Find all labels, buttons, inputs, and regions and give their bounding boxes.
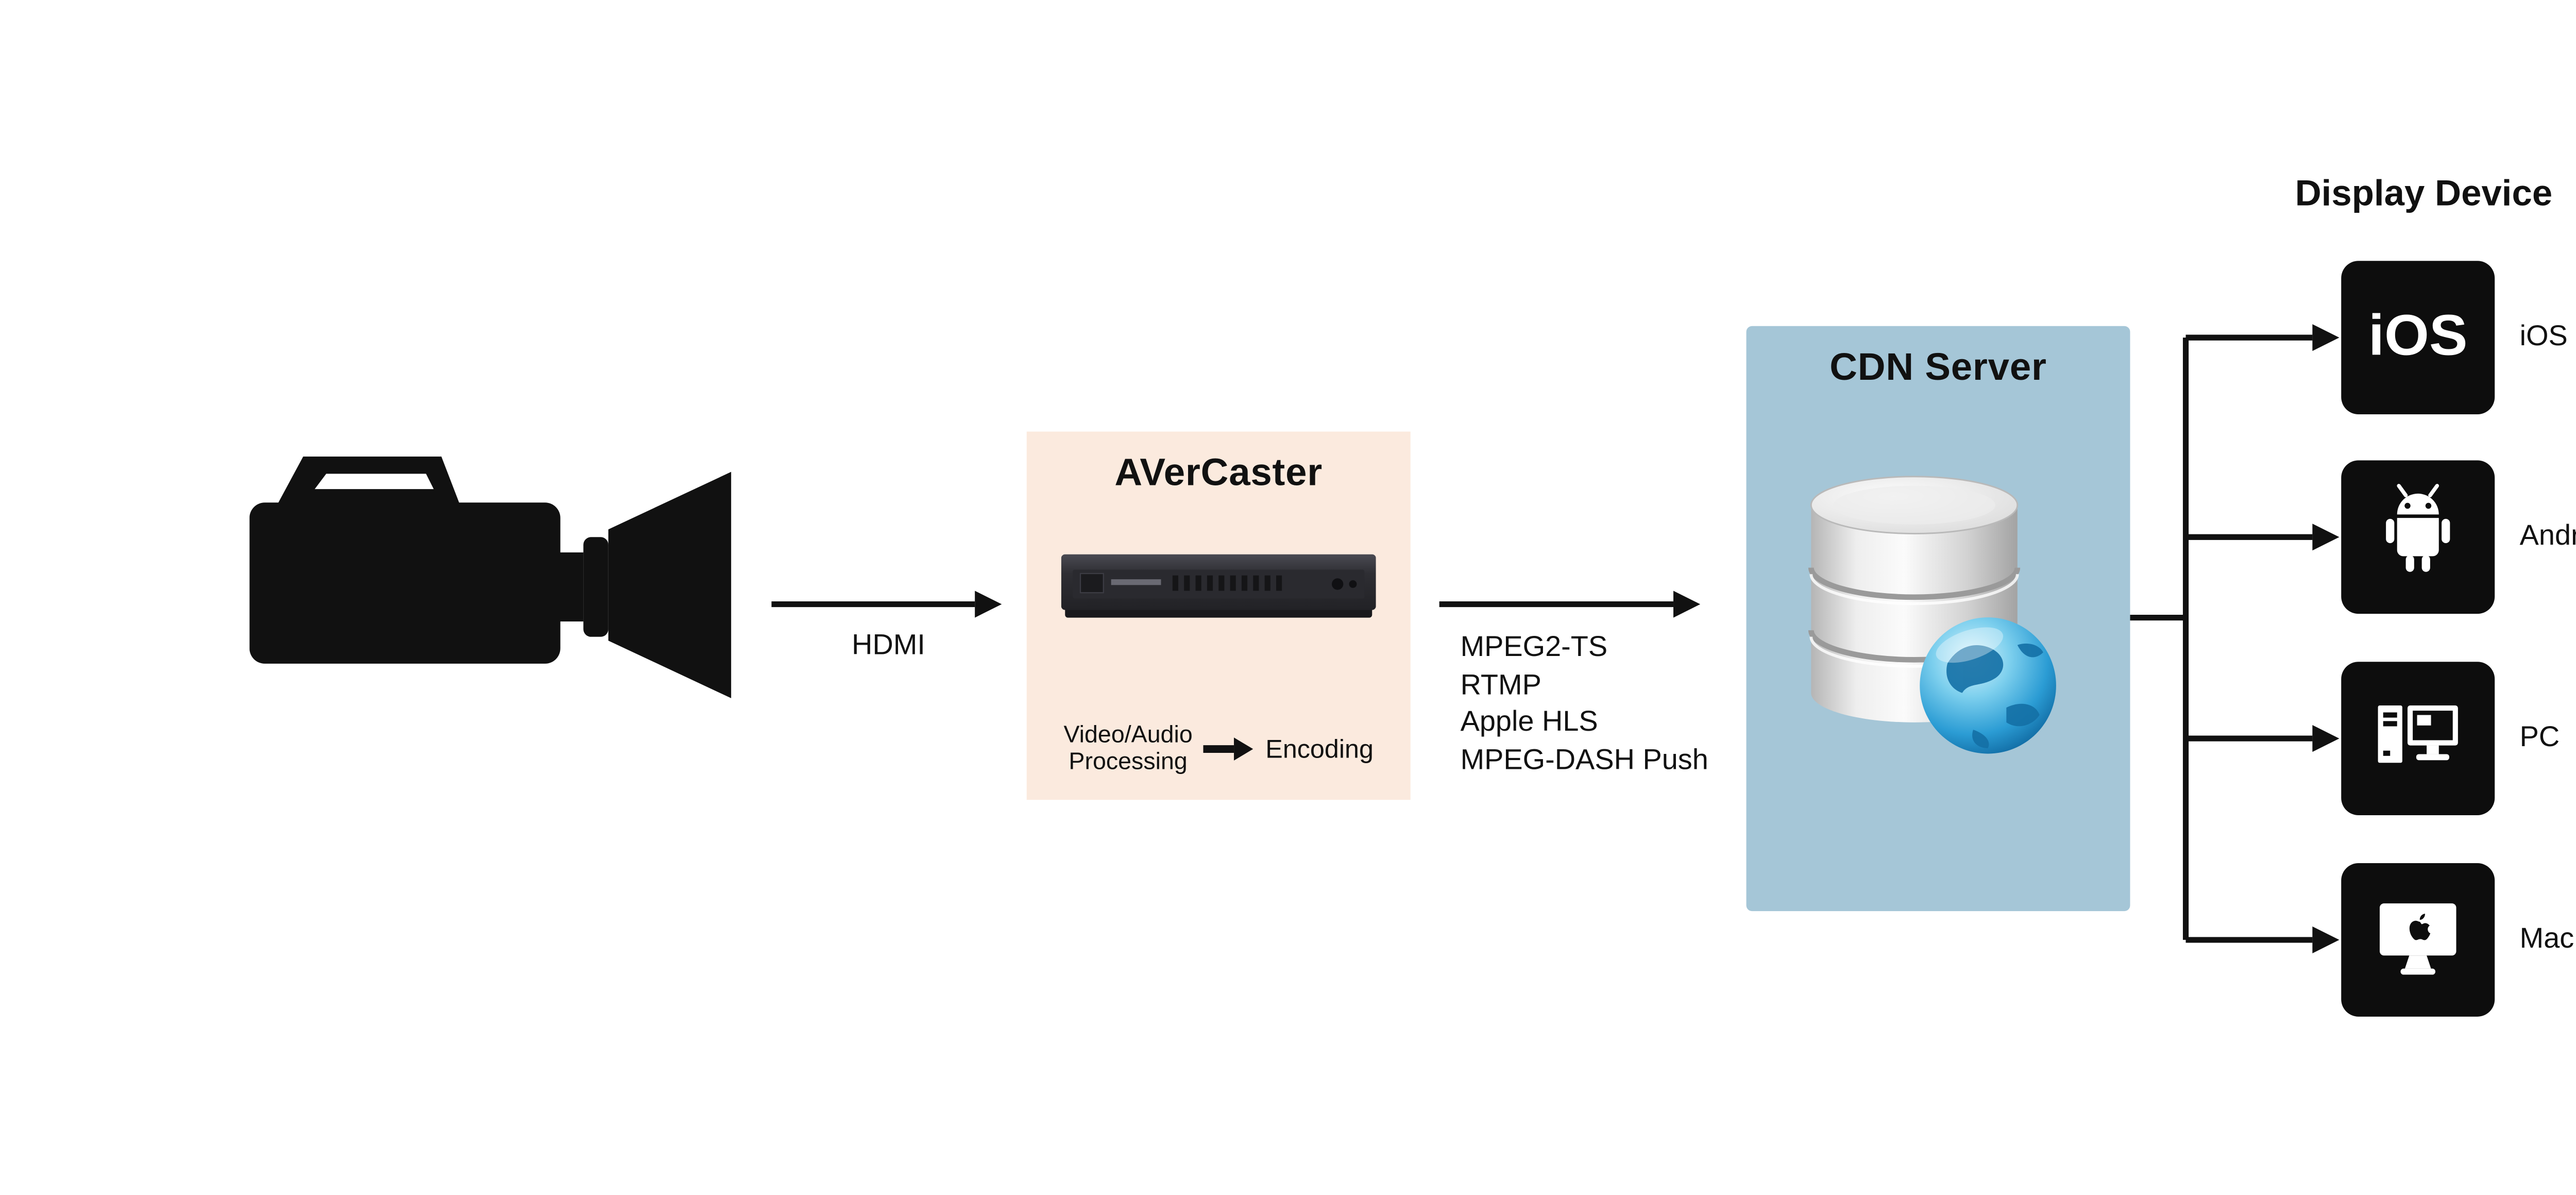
processing-row: Video/Audio Processing Encoding — [1027, 721, 1411, 775]
protocol-label: RTMP — [1460, 668, 1541, 701]
device-label-android: Android — [2519, 519, 2576, 553]
encoding-arrow-icon — [1204, 737, 1254, 761]
device-label-pc: PC — [2519, 721, 2560, 754]
cdn-server-box: CDN Server — [1746, 326, 2130, 912]
encoding-label: Encoding — [1265, 734, 1374, 764]
protocol-label: MPEG-DASH Push — [1460, 743, 1708, 776]
stream-arrow — [1439, 591, 1701, 618]
device-label-ios: iOS — [2519, 320, 2568, 353]
database-globe-icon — [1808, 476, 2056, 754]
device-tile-android — [2341, 460, 2495, 614]
pc-icon — [2378, 705, 2458, 763]
display-device-title: Display Device — [2295, 174, 2553, 215]
cdn-server-title: CDN Server — [1829, 347, 2047, 390]
device-tile-ios: iOS — [2341, 261, 2495, 415]
protocol-label: Apple HLS — [1460, 705, 1598, 739]
avercaster-title: AVerCaster — [1114, 452, 1323, 495]
avercaster-box: AVerCaster — [1026, 431, 1411, 800]
protocol-label: MPEG2-TS — [1460, 631, 1608, 664]
hdmi-label: HDMI — [852, 629, 925, 662]
device-tile-mac — [2341, 863, 2495, 1017]
android-robot-icon — [2386, 484, 2450, 572]
processing-label: Video/Audio Processing — [1063, 721, 1193, 775]
encoder-device-icon — [1061, 554, 1376, 618]
hdmi-arrow — [771, 591, 1002, 618]
processing-label-line2: Processing — [1069, 747, 1188, 774]
ios-logo: iOS — [2368, 305, 2468, 368]
branch-connector — [2130, 324, 2340, 953]
processing-label-line1: Video/Audio — [1063, 721, 1193, 748]
device-tile-pc — [2341, 662, 2495, 815]
protocol-labels: MPEG2-TS RTMP Apple HLS MPEG-DASH Push — [1461, 629, 1708, 779]
video-camera-icon — [249, 456, 732, 698]
mac-icon — [2379, 903, 2456, 975]
device-label-mac: Mac — [2519, 922, 2574, 955]
